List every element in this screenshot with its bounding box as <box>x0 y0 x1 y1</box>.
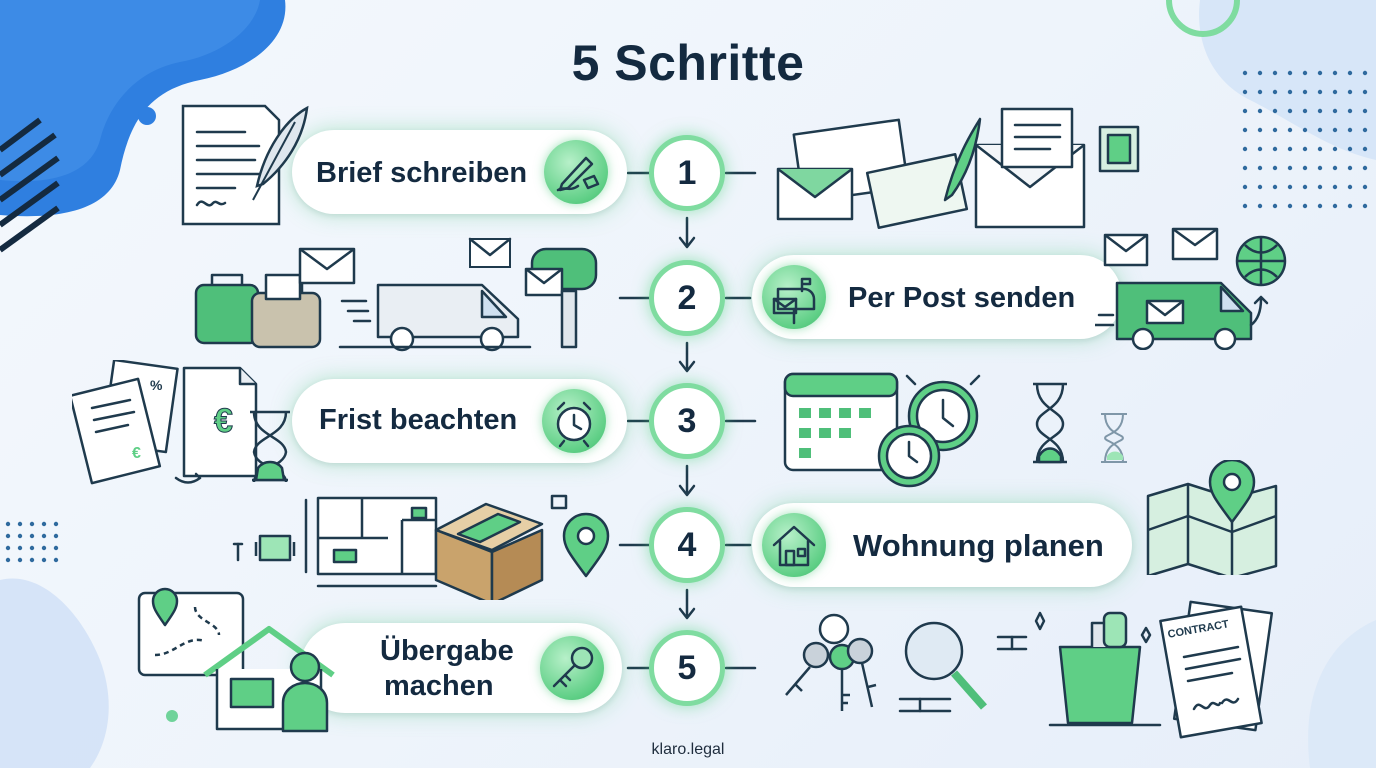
key-icon <box>540 636 604 700</box>
documents-euro-illustration: € % € <box>72 360 290 485</box>
house-icon <box>762 513 826 577</box>
step-2-label: Per Post senden <box>848 282 1076 314</box>
pen-writing-icon <box>544 140 608 204</box>
footer-brand: klaro.legal <box>651 741 725 758</box>
delivery-van-illustration <box>194 237 598 352</box>
step-number-1: 1 <box>649 135 725 211</box>
euro-symbol-small: € <box>132 445 141 462</box>
step-number-5: 5 <box>649 630 725 706</box>
floorplan-box-illustration <box>232 494 610 600</box>
mailbox-icon <box>762 265 826 329</box>
step-3-card: Frist beachten <box>292 379 627 463</box>
alarm-clock-icon <box>542 389 606 453</box>
percent-symbol: % <box>150 377 163 393</box>
keys-cleaning-contract-illustration: CONTRACT <box>785 600 1274 739</box>
step-1-label: Brief schreiben <box>316 157 528 189</box>
calendar-clock-illustration <box>783 372 1127 488</box>
step-number-2: 2 <box>649 260 725 336</box>
step-number-3: 3 <box>649 383 725 459</box>
step-5-card: Übergabe machen <box>300 623 622 713</box>
envelopes-illustration <box>776 107 1140 229</box>
page-title: 5 Schritte <box>571 35 805 91</box>
step-4-label: Wohnung planen <box>853 528 1104 563</box>
euro-symbol: € <box>214 402 233 440</box>
map-pin-illustration <box>1146 460 1278 575</box>
step-number-4: 4 <box>649 507 725 583</box>
letter-quill-illustration <box>181 104 309 226</box>
step-5-label-line1: Übergabe <box>380 635 514 667</box>
step-5-label-line2: machen <box>384 670 494 702</box>
step-3-label: Frist beachten <box>319 404 518 436</box>
step-2-card: Per Post senden <box>752 255 1122 339</box>
green-van-globe-illustration <box>1095 227 1287 350</box>
house-person-illustration <box>137 587 335 733</box>
step-1-card: Brief schreiben <box>292 130 627 214</box>
step-4-card: Wohnung planen <box>752 503 1132 587</box>
